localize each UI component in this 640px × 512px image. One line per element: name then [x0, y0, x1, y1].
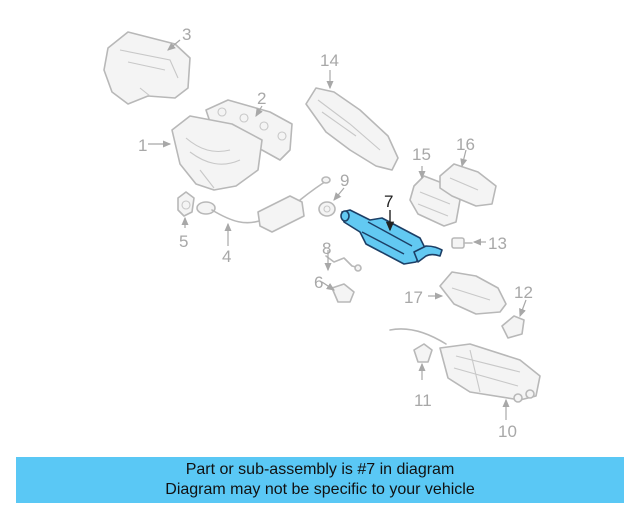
part-7-center-pipe-highlighted: 7 — [340, 192, 443, 265]
part-14-heat-shield: 14 — [305, 51, 399, 171]
callout-16: 16 — [456, 135, 475, 154]
part-9-clamp: 9 — [318, 171, 349, 217]
part-16-heat-insulator: 16 — [439, 135, 497, 207]
part-1-exhaust-manifold: 1 — [138, 115, 263, 191]
part-17-heat-shield: 17 — [404, 271, 507, 315]
banner-line-1: Part or sub-assembly is #7 in diagram — [185, 461, 455, 478]
exhaust-parts-diagram: 3 2 1 5 4 14 — [103, 25, 541, 441]
callout-2: 2 — [257, 89, 266, 108]
callout-1: 1 — [138, 136, 147, 155]
callout-12: 12 — [514, 283, 533, 302]
callout-15: 15 — [412, 145, 431, 164]
callout-17: 17 — [404, 288, 423, 307]
part-13-bolt: 13 — [451, 234, 507, 253]
callout-4: 4 — [222, 247, 231, 266]
callout-8: 8 — [322, 239, 331, 258]
part-5-gasket: 5 — [177, 191, 195, 251]
part-4-front-pipe: 4 — [196, 176, 331, 266]
callout-14: 14 — [320, 51, 339, 70]
banner-line-2: Diagram may not be specific to your vehi… — [165, 481, 475, 498]
callout-13: 13 — [488, 234, 507, 253]
callout-10: 10 — [498, 422, 517, 441]
callout-7: 7 — [384, 192, 393, 211]
part-3-engine-cover: 3 — [103, 25, 191, 105]
info-banner: Part or sub-assembly is #7 in diagram Di… — [16, 457, 624, 503]
callout-5: 5 — [179, 232, 188, 251]
callout-9: 9 — [340, 171, 349, 190]
part-12-bracket: 12 — [501, 283, 533, 339]
part-10-rear-muffler: 10 — [389, 328, 541, 441]
part-8-hanger: 8 — [322, 239, 362, 272]
part-11-hanger: 11 — [413, 343, 433, 410]
callout-11: 11 — [414, 391, 432, 410]
callout-3: 3 — [182, 25, 191, 44]
callout-6: 6 — [314, 273, 323, 292]
part-6-hanger-bracket: 6 — [314, 273, 355, 303]
